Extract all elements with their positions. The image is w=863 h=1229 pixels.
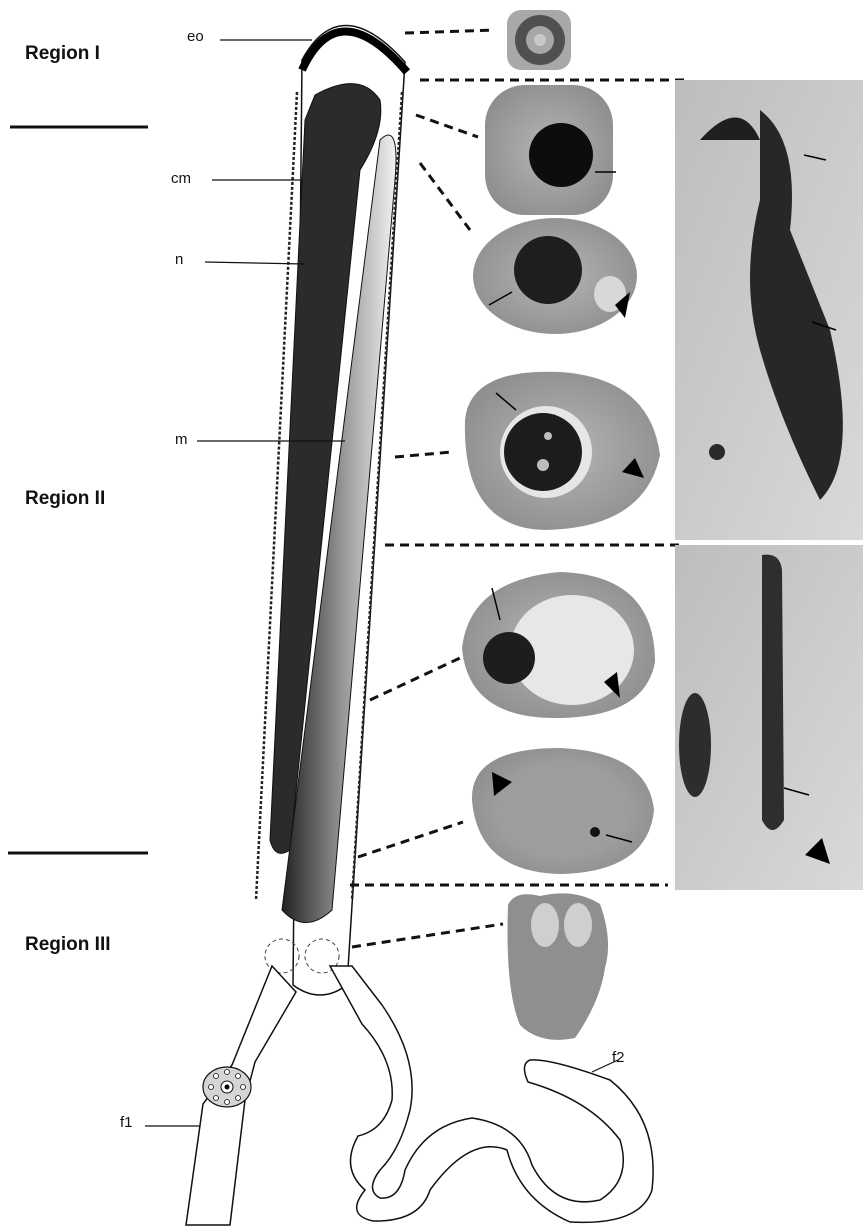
section-5 (472, 748, 654, 874)
section-3 (465, 372, 660, 530)
section-region-3 (508, 893, 609, 1039)
leader-f2 (592, 1060, 618, 1072)
leader-n (205, 262, 305, 264)
longitudinal-micrograph-upper (675, 80, 863, 540)
flagellum-f2 (330, 966, 653, 1222)
section-1 (485, 85, 616, 215)
section-4 (462, 572, 655, 718)
longitudinal-micrograph-lower (675, 545, 863, 890)
section-2 (473, 218, 637, 334)
section-region-1 (507, 10, 571, 70)
